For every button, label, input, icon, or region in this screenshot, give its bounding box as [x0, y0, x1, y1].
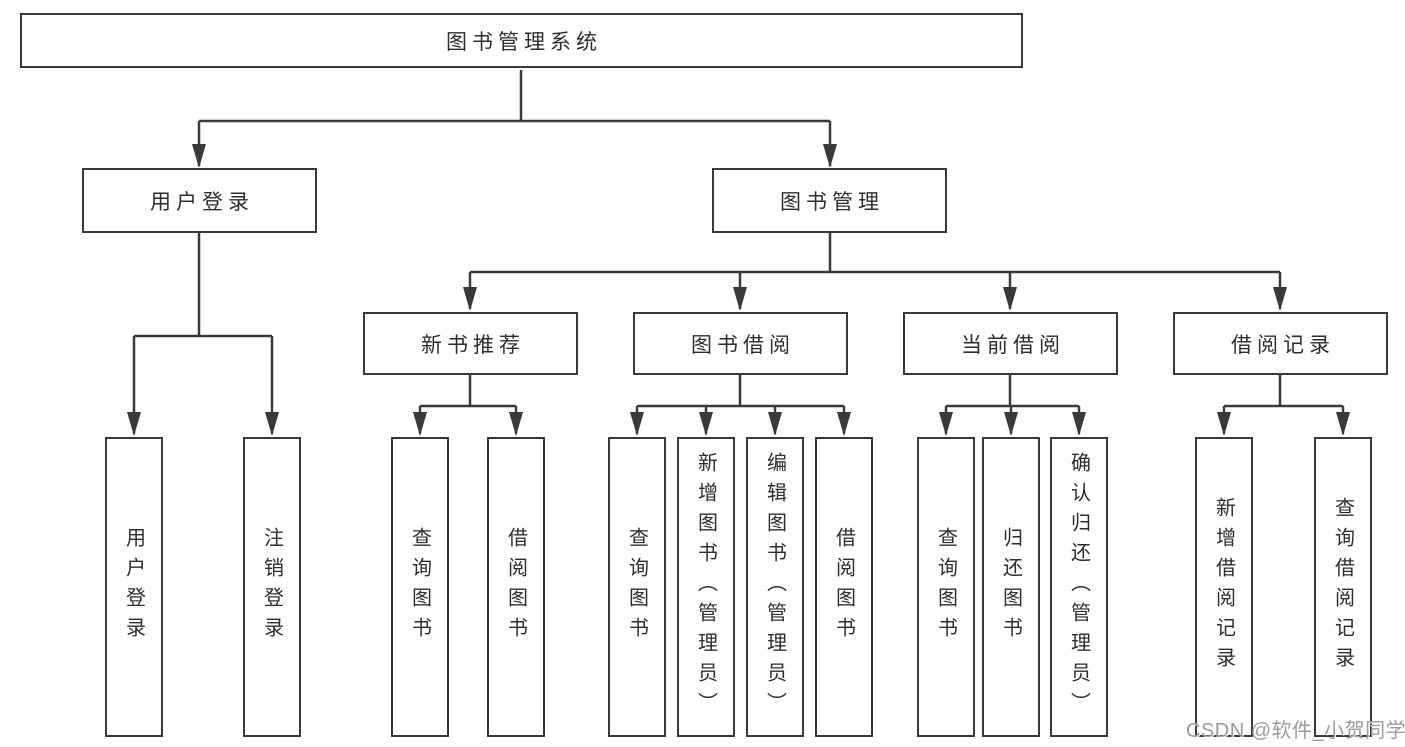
- leaf-query-borrow-record: 查询借阅记录: [1314, 437, 1372, 737]
- connector-arrows-level3: [463, 272, 1287, 311]
- node-new-book-recommend: 新书推荐: [363, 312, 578, 375]
- node-library-management-system: 图书管理系统: [20, 13, 1023, 68]
- leaf-query-books-current: 查询图书: [917, 437, 975, 737]
- connector-arrows-user-login-leaves: [127, 336, 279, 436]
- leaf-add-book-admin: 新增图书（管理员）: [677, 437, 735, 737]
- node-borrow-records: 借阅记录: [1173, 312, 1388, 375]
- leaf-user-login: 用户登录: [105, 437, 163, 737]
- node-book-management: 图书管理: [712, 168, 947, 233]
- leaf-return-book: 归还图书: [982, 437, 1040, 737]
- leaf-edit-book-admin: 编辑图书（管理员）: [746, 437, 804, 737]
- connector-arrows-leaves: [413, 406, 1350, 436]
- node-user-login: 用户登录: [82, 168, 317, 233]
- leaf-query-books-recommend: 查询图书: [391, 437, 449, 737]
- connector-arrows-level2: [192, 121, 837, 168]
- leaf-confirm-return-admin: 确认归还（管理员）: [1050, 437, 1108, 737]
- leaf-logout: 注销登录: [243, 437, 301, 737]
- node-book-borrow: 图书借阅: [633, 312, 848, 375]
- csdn-watermark: CSDN @软件_小贺同学: [1186, 720, 1405, 742]
- leaf-borrow-books-recommend: 借阅图书: [487, 437, 545, 737]
- leaf-query-books-borrow: 查询图书: [608, 437, 666, 737]
- node-current-borrow: 当前借阅: [903, 312, 1118, 375]
- leaf-borrow-book: 借阅图书: [815, 437, 873, 737]
- leaf-add-borrow-record: 新增借阅记录: [1195, 437, 1253, 737]
